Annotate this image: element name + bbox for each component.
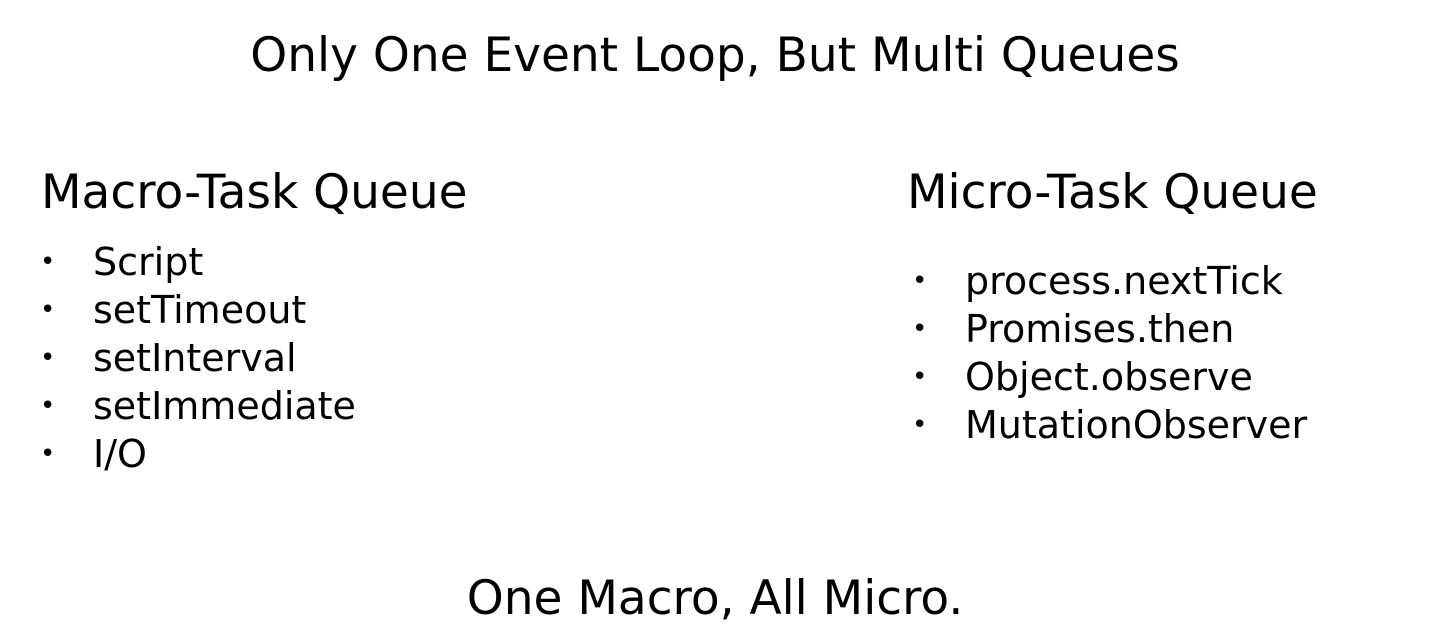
list-item-label: Promises.then (965, 307, 1235, 351)
bullet-icon: • (912, 362, 928, 392)
bullet-icon: • (40, 391, 56, 421)
slide-footer: One Macro, All Micro. (466, 571, 964, 626)
bullet-icon: • (40, 439, 56, 469)
list-item-label: setImmediate (93, 384, 356, 428)
bullet-icon: • (40, 247, 56, 277)
list-item-label: setTimeout (93, 288, 307, 332)
list-item-label: MutationObserver (965, 403, 1308, 447)
list-item: • setTimeout (40, 286, 356, 334)
list-item: • I/O (40, 430, 356, 478)
macro-task-list: • Script • setTimeout • setInterval • setImm… (40, 238, 356, 478)
list-item-label: Object.observe (965, 355, 1253, 399)
list-item: • Promises.then (912, 305, 1307, 353)
bullet-icon: • (40, 343, 56, 373)
micro-task-list: • process.nextTick • Promises.then • Object… (912, 257, 1307, 449)
list-item: • MutationObserver (912, 401, 1307, 449)
list-item: • Script (40, 238, 356, 286)
bullet-icon: • (912, 314, 928, 344)
list-item: • setInterval (40, 334, 356, 382)
macro-task-heading: Macro-Task Queue (41, 165, 468, 220)
bullet-icon: • (912, 266, 928, 296)
slide-title: Only One Event Loop, But Multi Queues (250, 28, 1180, 83)
bullet-icon: • (40, 295, 56, 325)
bullet-icon: • (912, 410, 928, 440)
list-item-label: Script (93, 240, 204, 284)
list-item-label: I/O (93, 432, 147, 476)
list-item-label: setInterval (93, 336, 297, 380)
list-item: • setImmediate (40, 382, 356, 430)
list-item: • Object.observe (912, 353, 1307, 401)
list-item: • process.nextTick (912, 257, 1307, 305)
list-item-label: process.nextTick (965, 259, 1283, 303)
micro-task-heading: Micro-Task Queue (907, 165, 1318, 220)
